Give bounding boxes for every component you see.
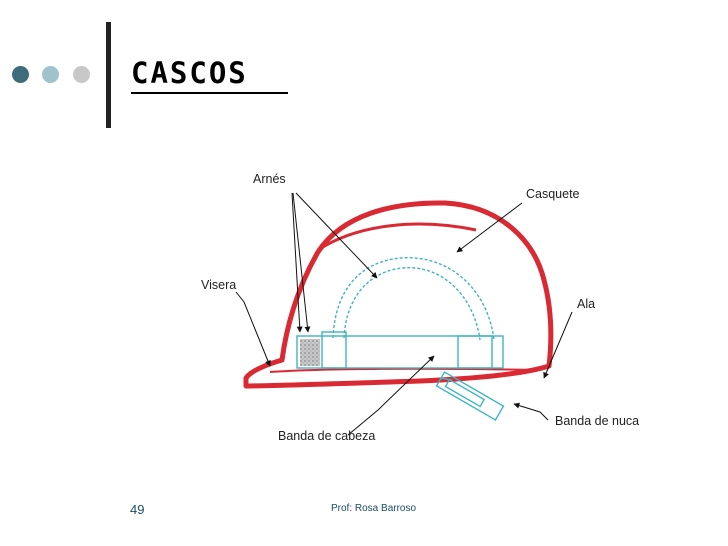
helmet-harness <box>296 257 505 421</box>
nape-band-inner <box>444 378 486 408</box>
nape-band <box>435 371 505 421</box>
headband-padding <box>300 339 320 366</box>
headband-rear-clip <box>457 335 493 369</box>
bullet-dot-light-blue <box>42 66 59 83</box>
headband-strip <box>296 335 504 369</box>
arrow-casquete <box>456 202 523 253</box>
bullet-dot-dark <box>12 66 29 83</box>
label-visera: Visera <box>201 278 236 292</box>
arrow-arnes-2 <box>292 192 311 333</box>
label-banda-cabeza: Banda de cabeza <box>278 429 375 443</box>
title-underline <box>131 92 288 94</box>
headband-front-clip <box>321 331 347 369</box>
helmet-crown-ridge <box>317 222 477 252</box>
arrow-arnes-3 <box>295 192 378 279</box>
label-casquete: Casquete <box>526 187 580 201</box>
helmet-brim-line <box>269 367 541 373</box>
title-divider-bar <box>106 22 111 128</box>
label-arnes: Arnés <box>253 172 286 186</box>
nape-band-link <box>439 377 453 381</box>
footer-author: Prof: Rosa Barroso <box>331 503 417 514</box>
label-ala: Ala <box>577 297 595 311</box>
arrow-ala <box>543 311 573 379</box>
arrow-arnes-1 <box>291 192 303 333</box>
helmet-shell-outline <box>243 200 554 389</box>
bullet-dot-gray <box>73 66 90 83</box>
arrow-visera <box>235 291 271 367</box>
leader-arrows <box>235 192 573 436</box>
page-number: 49 <box>130 502 145 517</box>
label-banda-nuca: Banda de nuca <box>555 414 639 428</box>
helmet-shell <box>243 200 554 389</box>
harness-outer-arch <box>332 257 495 341</box>
slide-title: CASCOS <box>131 56 248 90</box>
arrow-banda-cabeza <box>347 355 435 436</box>
harness-inner-arch <box>343 267 481 341</box>
arrow-banda-nuca <box>513 402 549 421</box>
